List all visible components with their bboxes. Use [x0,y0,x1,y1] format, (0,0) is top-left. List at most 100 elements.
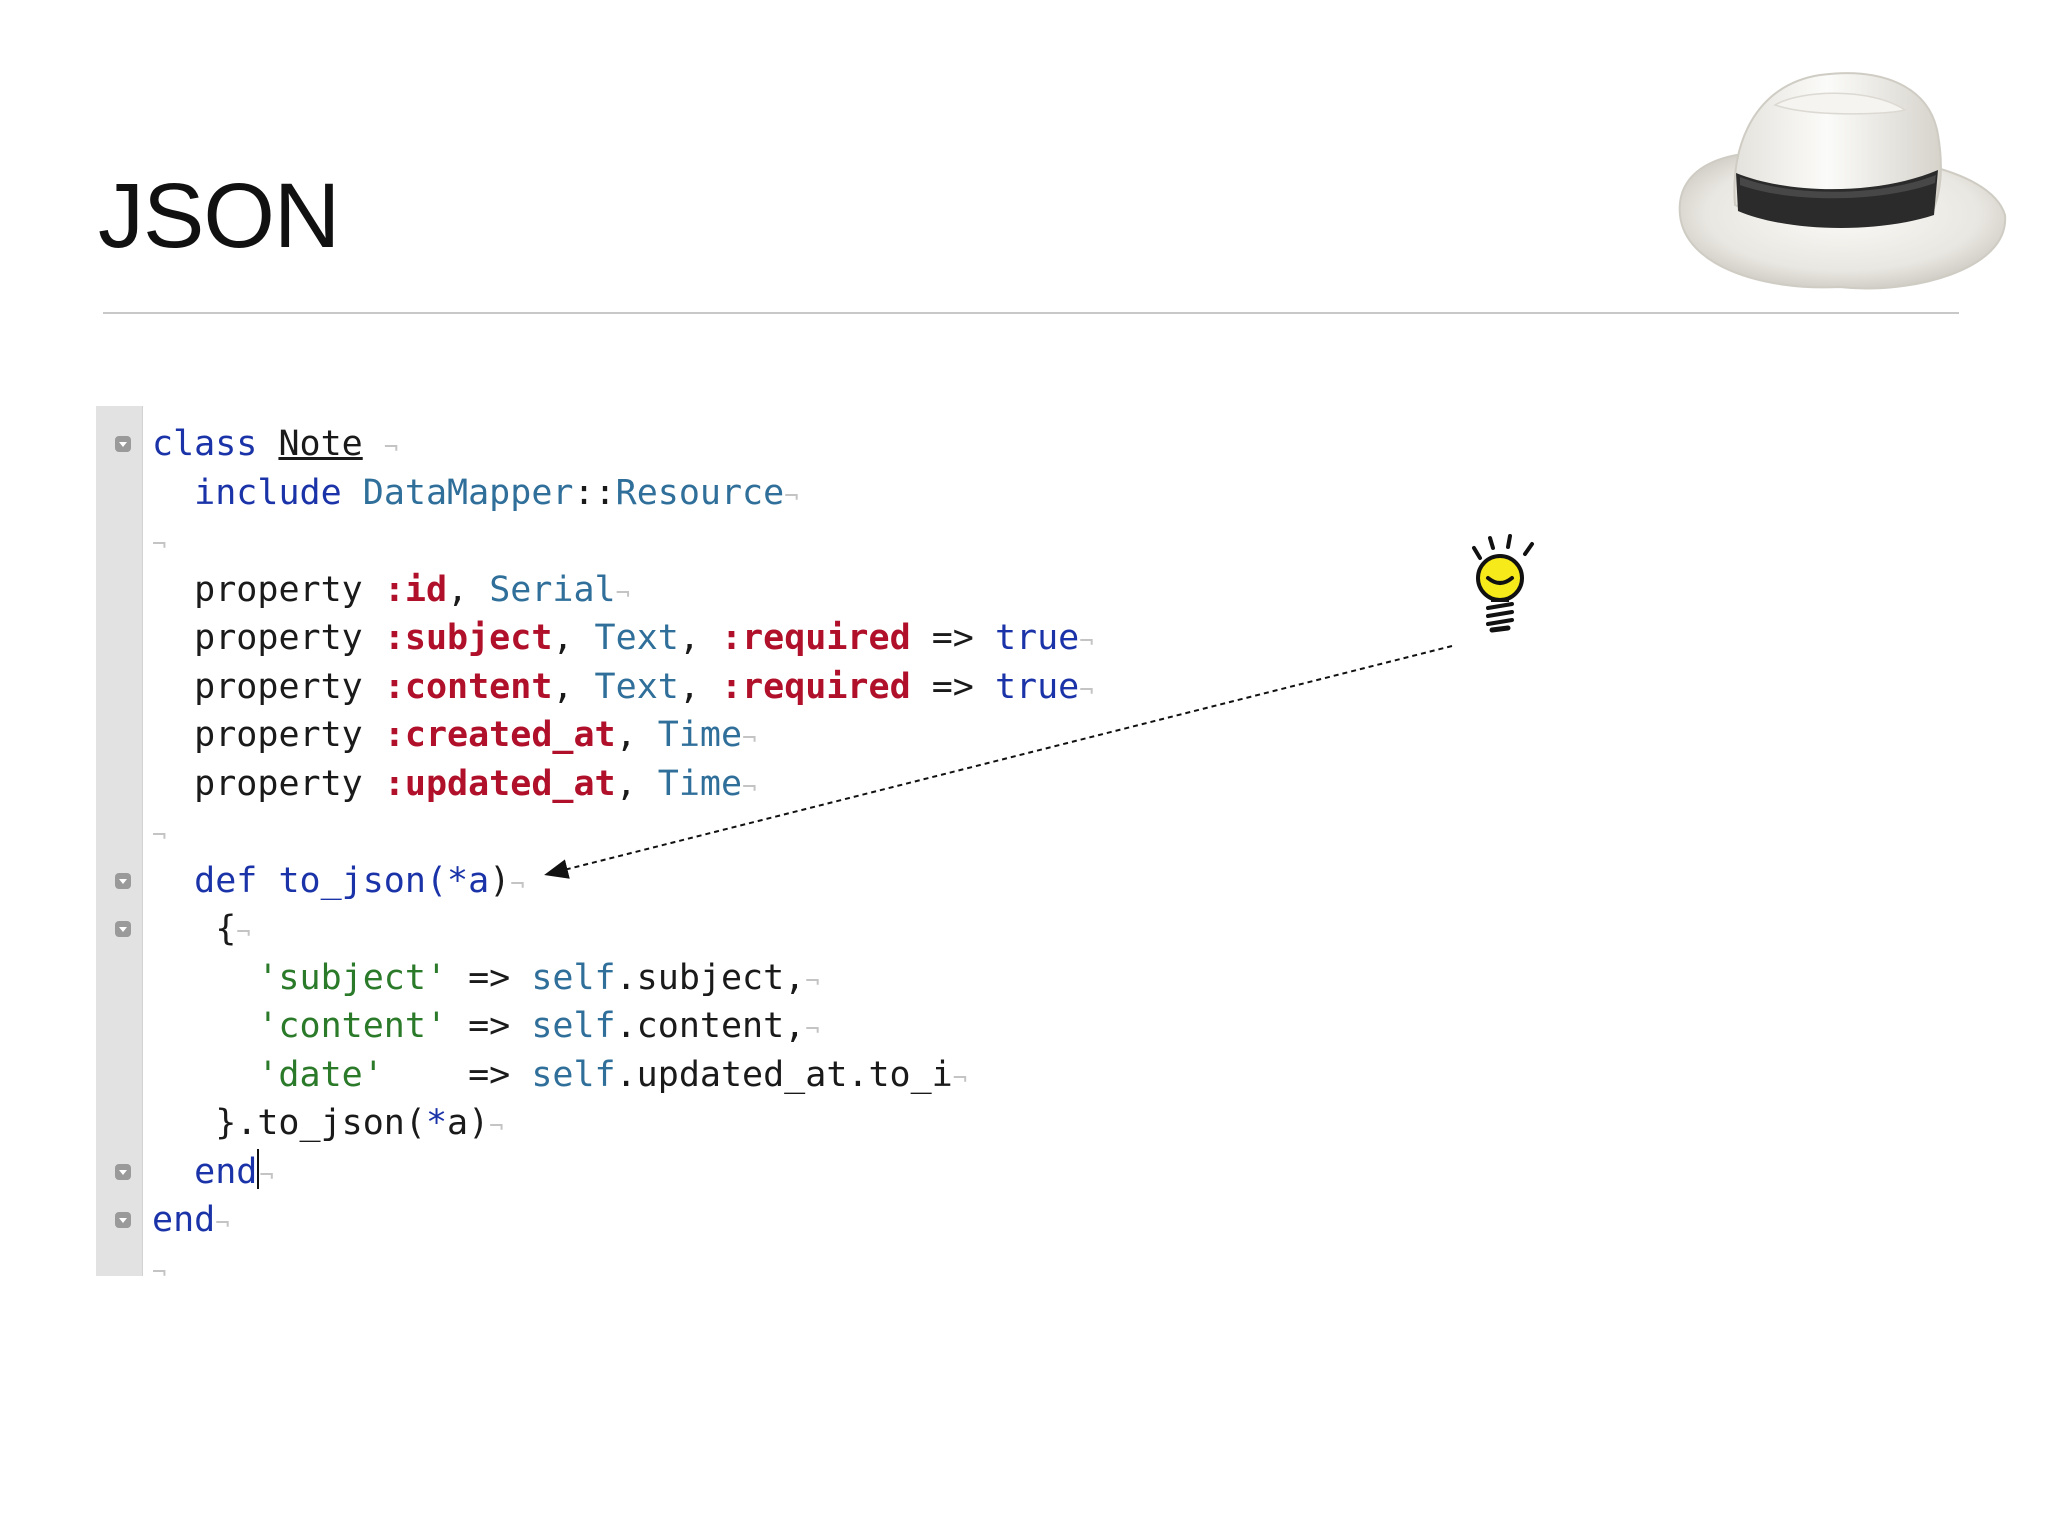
code-line[interactable]: ¬ [152,1245,1094,1294]
newline-marker: ¬ [615,578,631,607]
code-line[interactable]: 'date' => self.updated_at.to_i¬ [152,1051,1094,1100]
code-token [342,473,363,513]
code-token: Time [657,715,743,755]
code-indent [152,1006,257,1046]
code-token: Note [278,424,363,464]
code-token: to_json( [278,860,448,901]
newline-marker: ¬ [952,1063,968,1092]
newline-marker: ¬ [510,869,525,898]
code-token: :required [721,666,911,707]
code-line[interactable]: 'subject' => self.subject,¬ [152,954,1094,1003]
code-line[interactable]: property :created_at, Time¬ [152,711,1094,760]
newline-marker: ¬ [152,821,167,849]
code-token: self [531,957,616,998]
code-line[interactable]: def to_json(*a)¬ [152,857,1094,906]
fold-toggle-icon[interactable] [114,872,132,890]
newline-marker: ¬ [152,530,167,558]
code-token: Resource [615,472,785,513]
code-token: .content, [615,1006,806,1046]
code-indent [152,667,194,707]
fold-toggle-icon[interactable] [114,1163,132,1181]
code-line[interactable]: }.to_json(*a)¬ [152,1099,1094,1148]
code-token: Serial [489,569,616,610]
text-cursor [257,1148,260,1189]
code-token: class [152,424,258,464]
code-token [363,424,384,464]
code-token: }.to_json( [215,1103,426,1143]
code-token: :id [383,569,448,610]
code-indent [152,1055,257,1095]
slide-title: JSON [98,165,340,267]
code-token: :: [573,472,616,513]
code-indent [152,570,194,610]
code-indent [152,1152,194,1192]
code-token: , [552,618,595,658]
code-token: .subject, [615,957,806,998]
code-token: ) [489,860,511,901]
code-line[interactable]: end¬ [152,1148,1094,1197]
code-token: => [910,666,995,707]
code-line[interactable]: {¬ [152,905,1094,954]
newline-marker: ¬ [383,433,399,461]
code-token: self [531,1054,616,1095]
newline-marker: ¬ [489,1112,504,1140]
code-line[interactable]: include DataMapper::Resource¬ [152,469,1094,518]
lightbulb-icon [1472,534,1534,633]
code-editor[interactable]: class Note ¬ include DataMapper::Resourc… [96,406,1396,1286]
newline-marker: ¬ [805,966,820,995]
code-line[interactable]: ¬ [152,808,1094,857]
code-indent [152,715,194,755]
code-line[interactable]: end¬ [152,1196,1094,1245]
code-token: :required [721,618,911,658]
code-token: property [194,763,384,804]
code-token: property [194,666,384,707]
code-token: end [194,1151,258,1192]
code-token: , [552,666,595,707]
newline-marker: ¬ [742,772,757,801]
code-line[interactable]: property :id, Serial¬ [152,566,1094,615]
code-indent [152,473,194,513]
code-indent [152,1103,215,1143]
code-token: end [152,1200,216,1240]
code-token: => [447,957,532,998]
code-line[interactable]: ¬ [152,517,1094,566]
code-line[interactable]: property :updated_at, Time¬ [152,760,1094,809]
code-line[interactable]: 'content' => self.content,¬ [152,1002,1094,1051]
code-token: a) [447,1103,490,1143]
code-token: true [994,618,1080,658]
code-line[interactable]: property :content, Text, :required => tr… [152,663,1094,712]
code-indent [152,618,194,658]
newline-marker: ¬ [215,1209,230,1237]
code-token: property [194,569,384,610]
newline-marker: ¬ [742,724,757,752]
fold-toggle-icon[interactable] [114,1211,132,1229]
code-token: *a [447,860,490,901]
code-token [257,861,278,901]
code-token: => [383,1054,532,1095]
code-area[interactable]: class Note ¬ include DataMapper::Resourc… [152,420,1094,1293]
code-token: , [447,569,490,610]
code-token: :created_at [383,715,616,755]
newline-marker: ¬ [805,1015,820,1043]
code-token: , [678,618,721,658]
code-token: include [194,472,342,513]
code-line[interactable]: class Note ¬ [152,420,1094,469]
fold-toggle-icon[interactable] [114,920,132,938]
newline-marker: ¬ [1079,627,1094,655]
code-token: true [994,666,1080,707]
newline-marker: ¬ [236,918,251,946]
fold-toggle-icon[interactable] [114,435,132,453]
code-token: 'subject' [257,957,448,998]
code-indent [152,958,257,998]
code-token: { [215,909,237,949]
code-token: DataMapper [362,472,574,513]
code-token: , [678,666,721,707]
code-line[interactable]: property :subject, Text, :required => tr… [152,614,1094,663]
code-token: => [910,618,995,658]
code-token: , [615,763,658,804]
code-token: 'date' [257,1054,384,1095]
code-token: Text [594,618,679,658]
code-indent [152,909,215,949]
code-token: def [194,860,258,901]
fedora-hat-icon [1678,72,2007,290]
